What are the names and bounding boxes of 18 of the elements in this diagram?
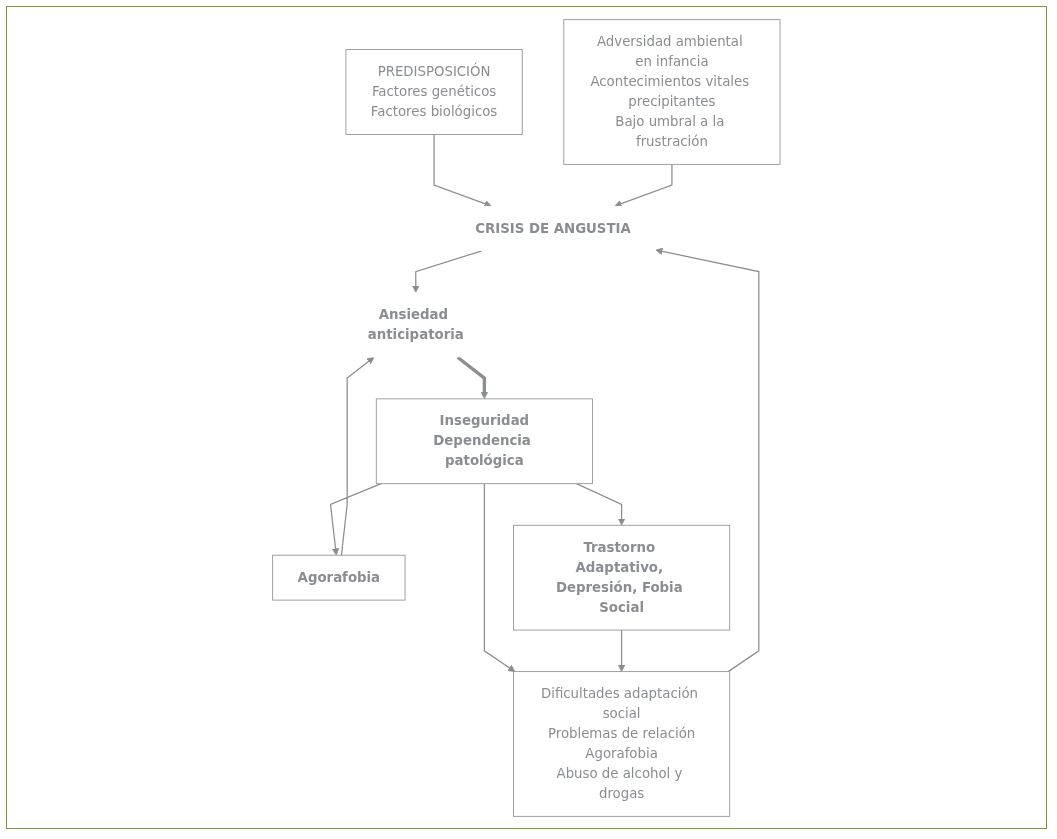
node-box: Inseguridad Dependencia patológica: [376, 397, 594, 484]
arrow: [340, 356, 375, 556]
arrow: [433, 133, 492, 207]
node-box: PREDISPOSICIÓN Factores genéticos Factores biológicos: [345, 48, 523, 135]
node-box: Dificultades adaptación social Problemas de relación Agorafobia Abuso de alcohol y drogas: [513, 670, 731, 817]
arrow: [330, 482, 382, 556]
node-text: Ansiedad anticipatoria: [367, 306, 464, 342]
node-box: Adversidad ambiental en infancia Acontecimientos vitales precipitantes Bajo umbral a la frustración: [563, 18, 781, 165]
arrow: [614, 163, 673, 207]
arrow: [412, 249, 483, 293]
arrow: [576, 482, 626, 526]
node-box: Agorafobia: [272, 554, 406, 601]
node-text: CRISIS DE ANGUSTIA: [475, 219, 631, 236]
arrow: [456, 355, 489, 399]
node-box: Trastorno Adaptativo, Depresión, Fobia Social: [513, 524, 731, 630]
arrow: [483, 482, 516, 672]
arrow: [655, 247, 760, 672]
arrow: [618, 628, 626, 672]
